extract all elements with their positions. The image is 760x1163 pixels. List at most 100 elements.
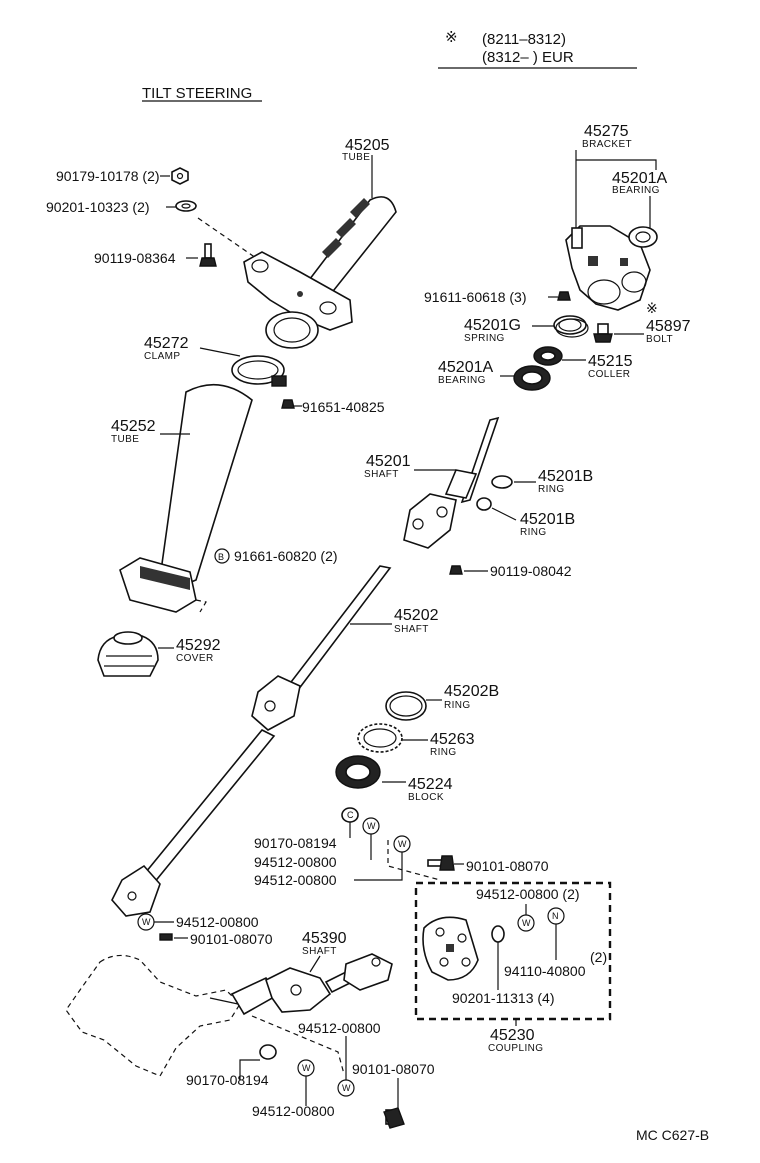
bolt-91651: [281, 399, 295, 409]
part-number-45201A-top: 45201A: [612, 170, 667, 187]
nut-90170-b: [259, 1044, 277, 1060]
shaft-45390-drawing: [230, 953, 393, 1016]
header-line2: (8312– ) EUR: [482, 49, 574, 66]
ring-45201B-b: [476, 497, 492, 511]
bolt-45897: [593, 323, 613, 343]
ring-45263: [357, 723, 403, 753]
part-name-45897: BOLT: [646, 334, 673, 345]
nut-90170-a: C: [341, 807, 359, 823]
svg-text:B: B: [218, 552, 224, 562]
part-number-45215: 45215: [588, 353, 633, 370]
part-name-45215: COLLER: [588, 369, 630, 380]
part-name-45201A-top: BEARING: [612, 185, 660, 196]
ref-90119-08042: 90119-08042: [490, 563, 572, 579]
part-name-45205: TUBE: [342, 152, 370, 163]
part-name-45272: CLAMP: [144, 351, 180, 362]
page-title: TILT STEERING: [142, 85, 252, 102]
part-name-45275: BRACKET: [582, 139, 632, 150]
coupling-group-box: [414, 881, 612, 1021]
ref-94110-qty: (2): [590, 949, 607, 965]
ref-90201-11313: 90201-11313 (4): [452, 990, 554, 1006]
washer-mark-a: W: [362, 817, 380, 835]
ref-91651: 91651-40825: [302, 399, 385, 415]
svg-text:W: W: [342, 1083, 351, 1093]
svg-text:W: W: [522, 918, 531, 928]
part-number-45224: 45224: [408, 776, 453, 793]
ref-94512-c: 94512-00800 (2): [476, 886, 580, 902]
ring-45201B-a: [491, 475, 513, 489]
bolt-90101-a: [427, 855, 455, 871]
svg-text:W: W: [142, 917, 151, 927]
part-number-45230: 45230: [490, 1027, 535, 1044]
header-line1: (8211–8312): [482, 31, 566, 48]
bolt-91611: [557, 291, 571, 301]
clamp-45272-drawing: [231, 355, 287, 387]
part-name-45224: BLOCK: [408, 792, 444, 803]
bracket-note-star: ※: [646, 300, 658, 316]
coupling-45230-drawing: [422, 916, 505, 981]
part-name-45230: COUPLING: [488, 1043, 543, 1054]
bolt-90101-c: [383, 1107, 405, 1129]
ref-90201-10323: 90201-10323 (2): [46, 199, 150, 215]
part-number-45202B: 45202B: [444, 683, 499, 700]
svg-text:W: W: [398, 839, 407, 849]
coller-45215: [533, 346, 563, 366]
part-number-45205: 45205: [345, 137, 390, 154]
bolt-90101-b: [159, 933, 173, 941]
part-name-45252: TUBE: [111, 434, 139, 445]
ref-94512-d: 94512-00800: [176, 914, 259, 930]
ref-90170-a: 90170-08194: [254, 835, 337, 851]
part-number-45201: 45201: [366, 453, 411, 470]
spring-45201G: [553, 315, 589, 338]
tube-45205-drawing: [243, 155, 397, 349]
part-number-45202: 45202: [394, 607, 439, 624]
ref-94110: 94110-40800: [504, 963, 586, 979]
washer-mark-e: W: [297, 1059, 315, 1077]
part-name-45201: SHAFT: [364, 469, 399, 480]
part-number-45201B-b: 45201B: [520, 511, 575, 528]
part-number-45292: 45292: [176, 637, 221, 654]
part-name-45202: SHAFT: [394, 624, 429, 635]
shaft-45201-drawing: [403, 416, 500, 549]
part-name-45292: COVER: [176, 653, 214, 664]
ref-90101-a: 90101-08070: [466, 858, 549, 874]
part-name-45390: SHAFT: [302, 946, 337, 957]
gear-housing-outline: [65, 954, 241, 1077]
nut-mark-n: N: [547, 907, 565, 925]
ref-90179: 90179-10178 (2): [56, 168, 160, 184]
part-number-45897: 45897: [646, 318, 691, 335]
part-number-45275: 45275: [584, 123, 629, 140]
bolt-90119-08364: [199, 243, 217, 267]
ref-90101-b: 90101-08070: [190, 931, 273, 947]
svg-text:W: W: [367, 821, 376, 831]
part-number-45263: 45263: [430, 731, 475, 748]
part-number-45201A-low: 45201A: [438, 359, 493, 376]
bearing-45201A-low: [513, 365, 551, 391]
ref-90119-08364: 90119-08364: [94, 250, 176, 266]
svg-text:W: W: [302, 1063, 311, 1073]
tube-45252-drawing: [119, 383, 253, 613]
part-name-45201B-a: RING: [538, 484, 565, 495]
part-number-45201B-a: 45201B: [538, 468, 593, 485]
part-number-45272: 45272: [144, 335, 189, 352]
part-number-45252: 45252: [111, 418, 156, 435]
part-name-45201A-low: BEARING: [438, 375, 486, 386]
washer-mark-b: W: [393, 835, 411, 853]
nut-90179: [171, 167, 189, 185]
part-name-45263: RING: [430, 747, 457, 758]
ref-94512-a: 94512-00800: [254, 854, 337, 870]
ref-94512-f: 94512-00800: [252, 1103, 335, 1119]
svg-text:N: N: [552, 911, 559, 921]
part-name-45201G: SPRING: [464, 333, 505, 344]
part-name-45201B-b: RING: [520, 527, 547, 538]
ref-94512-e: 94512-00800: [298, 1020, 381, 1036]
washer-mark-c: W: [517, 914, 535, 932]
washer-mark-d: W: [137, 913, 155, 931]
ref-91611: 91611-60618 (3): [424, 289, 526, 305]
ref-90101-c: 90101-08070: [352, 1061, 435, 1077]
svg-text:C: C: [347, 810, 354, 820]
ring-45202B: [385, 691, 427, 721]
block-45224: [335, 755, 381, 789]
ref-94512-b: 94512-00800: [254, 872, 337, 888]
